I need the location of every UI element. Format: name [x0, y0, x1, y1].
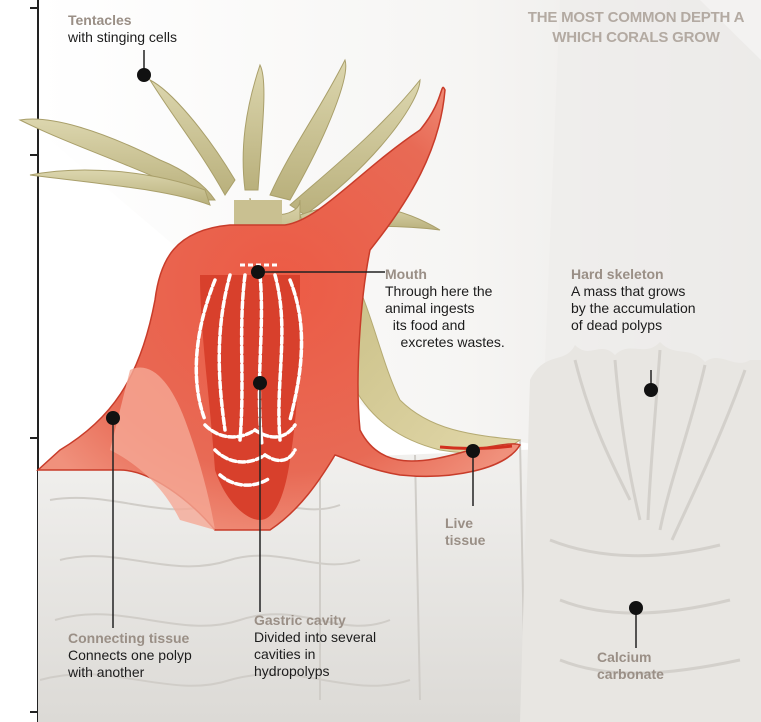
- depth-heading-line2: WHICH CORALS GROW: [496, 28, 761, 48]
- label-connecting-tissue: Connecting tissue Connects one polyp wit…: [68, 630, 192, 681]
- label-hard-skeleton-line: by the accumulation: [571, 300, 696, 317]
- depth-heading: THE MOST COMMON DEPTH A WHICH CORALS GRO…: [496, 8, 761, 48]
- label-mouth-title: Mouth: [385, 266, 505, 283]
- depth-heading-line1: THE MOST COMMON DEPTH A: [496, 8, 761, 28]
- connecting-tissue-marker: [106, 411, 120, 425]
- label-mouth-line: its food and: [385, 317, 505, 334]
- label-tentacles-title: Tentacles: [68, 12, 177, 29]
- label-live-tissue: Live tissue: [445, 515, 485, 549]
- label-gastric-cavity: Gastric cavity Divided into several cavi…: [254, 612, 376, 680]
- label-live-tissue-line: tissue: [445, 532, 485, 549]
- label-mouth-line: animal ingests: [385, 300, 505, 317]
- label-gastric-cavity-line: cavities in: [254, 646, 376, 663]
- label-hard-skeleton: Hard skeleton A mass that grows by the a…: [571, 266, 696, 334]
- mouth-marker: [251, 265, 265, 279]
- calcium-carbonate-marker: [629, 601, 643, 615]
- hard-skeleton-marker: [644, 383, 658, 397]
- label-calcium-carbonate-line: Calcium: [597, 649, 664, 666]
- label-mouth-line: Through here the: [385, 283, 505, 300]
- label-hard-skeleton-line: A mass that grows: [571, 283, 696, 300]
- label-live-tissue-line: Live: [445, 515, 485, 532]
- gastric-cavity-marker: [253, 376, 267, 390]
- label-gastric-cavity-line: hydropolyps: [254, 663, 376, 680]
- label-gastric-cavity-title: Gastric cavity: [254, 612, 376, 629]
- label-calcium-carbonate-line: carbonate: [597, 666, 664, 683]
- label-hard-skeleton-title: Hard skeleton: [571, 266, 696, 283]
- live-tissue-marker: [466, 444, 480, 458]
- label-tentacles-line: with stinging cells: [68, 29, 177, 46]
- label-connecting-tissue-line: with another: [68, 664, 192, 681]
- label-mouth: Mouth Through here the animal ingests it…: [385, 266, 505, 351]
- label-mouth-line: excretes wastes.: [385, 334, 505, 351]
- label-calcium-carbonate: Calcium carbonate: [597, 649, 664, 683]
- tentacles-marker: [137, 68, 151, 82]
- label-connecting-tissue-line: Connects one polyp: [68, 647, 192, 664]
- label-connecting-tissue-title: Connecting tissue: [68, 630, 192, 647]
- label-hard-skeleton-line: of dead polyps: [571, 317, 696, 334]
- label-gastric-cavity-line: Divided into several: [254, 629, 376, 646]
- label-tentacles: Tentacles with stinging cells: [68, 12, 177, 46]
